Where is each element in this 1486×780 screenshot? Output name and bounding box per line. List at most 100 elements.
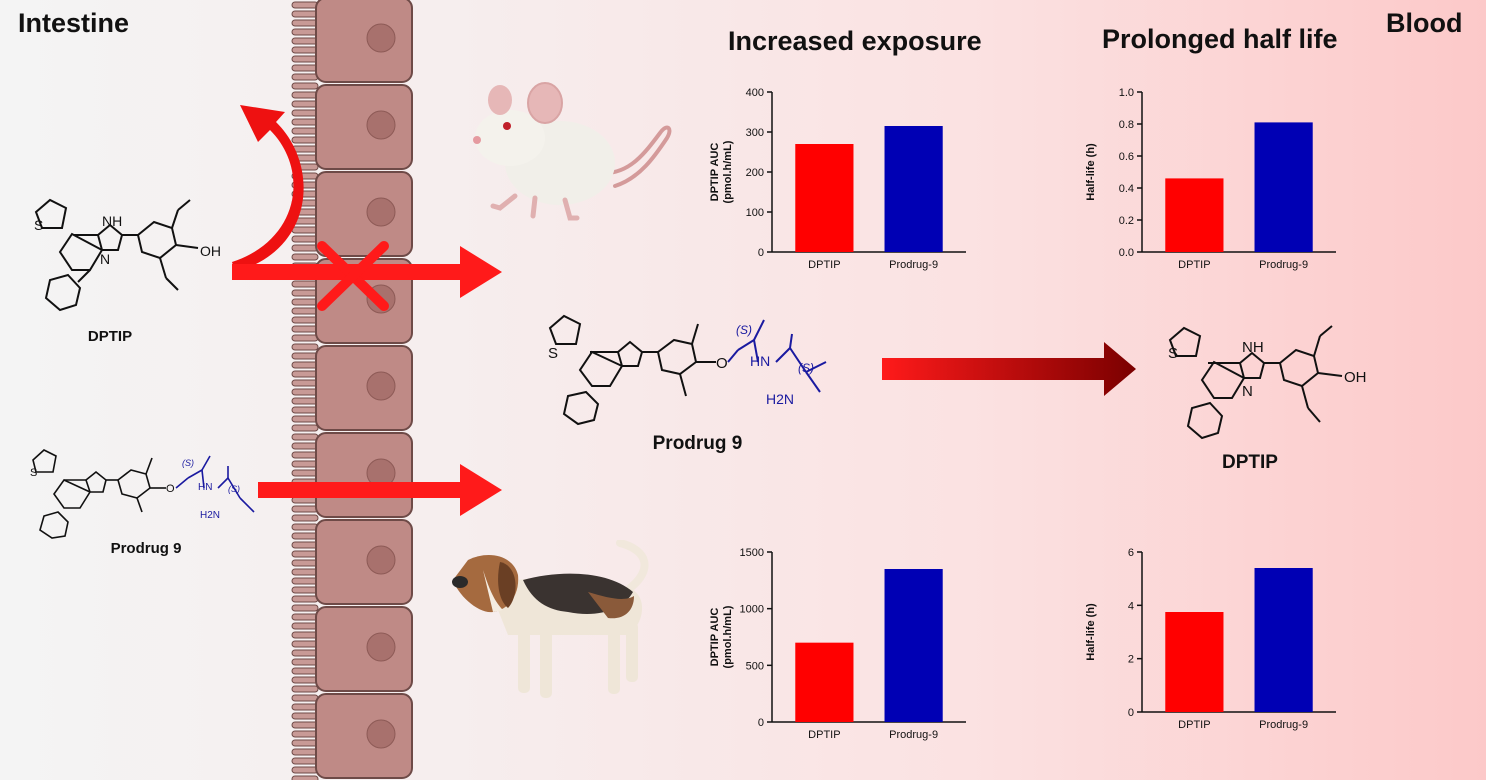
prodrug-center-caption: Prodrug 9	[652, 433, 743, 454]
intestine-label: Intestine	[18, 8, 130, 38]
prodrug-center-hn: HN	[750, 353, 770, 369]
y-tick-label: 0	[758, 717, 764, 729]
prodrug-left-caption: Prodrug 9	[110, 540, 182, 557]
bar-prodrug-9	[1254, 568, 1313, 712]
dptip-right-oh: OH	[1344, 369, 1367, 386]
y-axis-label-units: (pmol.h/mL)	[722, 605, 734, 668]
dptip-absorption-arrow	[232, 246, 502, 298]
mouse-icon	[473, 82, 672, 221]
dptip-left-oh: OH	[200, 243, 221, 259]
x-category-label: DPTIP	[1178, 259, 1210, 271]
microvillus	[291, 253, 319, 261]
microvillus	[291, 424, 319, 432]
bar-prodrug-9	[884, 569, 943, 722]
cell-nucleus	[366, 197, 396, 227]
y-tick-label: 1.0	[1119, 87, 1134, 99]
prodrug-left-s: S	[30, 467, 37, 479]
y-tick-label: 0.6	[1119, 151, 1134, 163]
y-tick-label: 1000	[740, 604, 764, 616]
epithelial-cell	[315, 0, 413, 83]
x-category-label: Prodrug-9	[889, 259, 938, 271]
dptip-left-structure: S NH N OH	[34, 198, 221, 312]
microvillus	[291, 514, 319, 522]
prodrug-center-s: S	[548, 345, 558, 362]
y-axis-label: DPTIP AUC	[709, 608, 721, 667]
dog-icon	[452, 540, 649, 698]
epithelial-cell	[315, 171, 413, 257]
y-tick-label: 6	[1128, 547, 1134, 559]
dptip-right-s: S	[1168, 345, 1178, 362]
prodrug-center-stereo-1: (S)	[736, 323, 752, 337]
dptip-right-caption: DPTIP	[1222, 452, 1278, 473]
y-tick-label: 0.8	[1119, 119, 1134, 131]
cell-nucleus	[366, 719, 396, 749]
x-category-label: DPTIP	[1178, 719, 1210, 731]
efflux-curved-arrow	[232, 105, 304, 272]
bar-dptip	[1165, 612, 1224, 712]
y-axis-label: Half-life (h)	[1085, 603, 1097, 661]
y-tick-label: 0.0	[1119, 247, 1134, 259]
prodrug-left-structure: S O HN (S) (S) H2N	[30, 449, 255, 539]
bar-dptip	[1165, 178, 1224, 252]
bar-prodrug-9	[1254, 122, 1313, 253]
microvillus	[291, 82, 319, 90]
cell-nucleus	[366, 545, 396, 575]
dptip-left-caption: DPTIP	[87, 328, 133, 345]
epithelial-cell	[315, 519, 413, 605]
y-tick-label: 4	[1128, 600, 1134, 612]
y-tick-label: 400	[746, 87, 764, 99]
dptip-right-nh: NH	[1242, 339, 1264, 356]
microvillus	[291, 775, 319, 780]
y-tick-label: 100	[746, 207, 764, 219]
prodrug-left-stereo-1: (S)	[182, 458, 194, 468]
y-tick-label: 0.2	[1119, 215, 1134, 227]
x-category-label: DPTIP	[808, 259, 840, 271]
dptip-left-nh: NH	[102, 213, 122, 229]
prodrug-center-h2n: H2N	[766, 391, 794, 407]
cell-nucleus	[366, 110, 396, 140]
bar-dptip	[795, 642, 854, 722]
y-tick-label: 300	[746, 127, 764, 139]
x-category-label: Prodrug-9	[1259, 719, 1308, 731]
y-tick-label: 0	[1128, 707, 1134, 719]
epithelial-cell	[315, 345, 413, 431]
bar-dptip	[795, 144, 854, 252]
x-category-label: Prodrug-9	[1259, 259, 1308, 271]
x-category-label: Prodrug-9	[889, 729, 938, 741]
increased-exposure-title: Increased exposure	[728, 26, 982, 56]
epithelial-cell	[315, 606, 413, 692]
microvillus	[291, 604, 319, 612]
intestinal-epithelium	[291, 0, 413, 780]
prodrug-left-o: O	[166, 483, 175, 495]
x-category-label: DPTIP	[808, 729, 840, 741]
y-tick-label: 0	[758, 247, 764, 259]
blood-label: Blood	[1386, 8, 1463, 38]
y-tick-label: 200	[746, 167, 764, 179]
prodrug-left-hn: HN	[198, 482, 212, 493]
dptip-left-s: S	[34, 217, 43, 233]
y-axis-label-units: (pmol.h/mL)	[722, 140, 734, 203]
y-axis-label: DPTIP AUC	[709, 143, 721, 202]
cell-nucleus	[366, 23, 396, 53]
cell-nucleus	[366, 632, 396, 662]
prodrug-left-stereo-2: (S)	[228, 484, 240, 494]
microvillus	[291, 685, 319, 693]
prolonged-half-life-title: Prolonged half life	[1102, 24, 1338, 54]
dptip-left-n: N	[100, 251, 110, 267]
prodrug-center-stereo-2: (S)	[798, 361, 814, 375]
y-axis-label: Half-life (h)	[1085, 143, 1097, 201]
prodrug-left-h2n: H2N	[200, 510, 220, 521]
conversion-arrow	[882, 342, 1136, 396]
epithelial-cell	[315, 693, 413, 779]
prodrug-center-structure: S O HN (S) (S) H2N	[548, 314, 827, 426]
y-tick-label: 500	[746, 660, 764, 672]
dptip-right-structure: S NH N OH	[1168, 325, 1367, 440]
y-tick-label: 1500	[740, 547, 764, 559]
y-tick-label: 2	[1128, 654, 1134, 666]
cell-nucleus	[366, 371, 396, 401]
